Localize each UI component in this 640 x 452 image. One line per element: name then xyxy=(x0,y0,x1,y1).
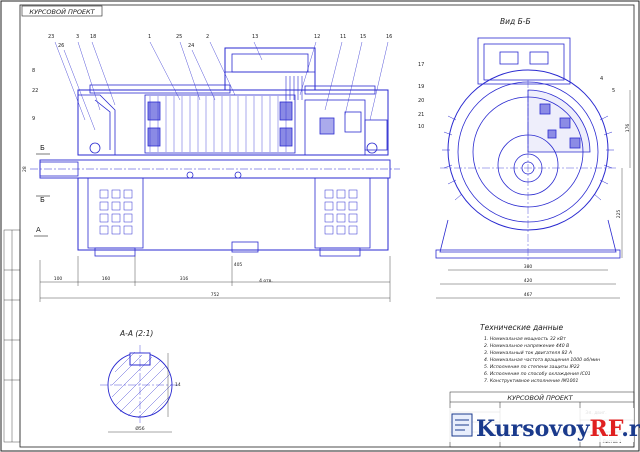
dim-label: 225 xyxy=(616,210,622,219)
dim-label: 420 xyxy=(524,278,533,284)
end-view-part-labels: 4 5 xyxy=(600,76,615,94)
part-number: 5 xyxy=(612,88,615,94)
motor-end-view xyxy=(435,37,621,262)
watermark-logo-icon xyxy=(451,413,473,437)
section-height-dim: 14 xyxy=(175,382,181,388)
part-number: 2 xyxy=(206,34,209,40)
watermark-prefix: Kursovoy xyxy=(476,416,591,442)
technical-item: 3. Номинальный ток двигателя 82 А xyxy=(484,350,572,356)
top-stamp-text: КУРСОВОЙ ПРОЕКТ xyxy=(29,7,95,16)
part-number: 18 xyxy=(90,34,96,40)
part-number: 23 xyxy=(48,34,54,40)
leader-lines-top xyxy=(54,41,389,131)
section-mark-b-lower: Б xyxy=(40,196,45,204)
technical-data-block: Технические данные 1. Номинальная мощнос… xyxy=(480,323,600,384)
view-title: Вид Б-Б xyxy=(500,17,531,26)
top-part-number-labels: 23 26 3 18 1 25 24 2 13 12 11 15 16 xyxy=(48,34,392,49)
watermark-accent: RF xyxy=(590,416,624,442)
dim-label: 160 xyxy=(102,276,111,282)
watermark-suffix: .ru xyxy=(621,416,640,442)
terminal-box xyxy=(224,47,316,91)
inner-frame xyxy=(19,4,635,448)
part-number: 24 xyxy=(188,43,194,49)
dim-label: 176 xyxy=(625,124,631,133)
part-number: 9 xyxy=(32,116,35,122)
bottom-note: 4 отв. xyxy=(259,278,273,284)
technical-item: 4. Номинальная частота вращения 1000 об/… xyxy=(484,357,600,363)
part-number: 21 xyxy=(418,112,424,118)
section-mark-b-upper: Б xyxy=(40,144,45,152)
technical-item: 7. Конструктивное исполнение IM1001 xyxy=(484,378,578,384)
technical-item: 1. Номинальная мощность 32 кВт xyxy=(484,336,566,342)
technical-item: 5. Исполнение по степени защиты IP22 xyxy=(484,364,580,370)
bottom-dimension-labels: 100 160 316 405 752 4 отв. xyxy=(54,262,273,298)
dim-label: 316 xyxy=(180,276,189,282)
section-mark-a: А xyxy=(36,226,41,234)
part-number: 26 xyxy=(58,43,64,49)
part-number: 17 xyxy=(418,62,424,68)
part-number: 25 xyxy=(176,34,182,40)
dim-label: 467 xyxy=(524,292,533,298)
bottom-dimension-lines xyxy=(39,256,391,302)
part-number: 3 xyxy=(76,34,79,40)
dim-label: 100 xyxy=(54,276,63,282)
shaft-height-dim: 28 xyxy=(22,166,28,172)
section-marks: Б Б А xyxy=(36,144,45,234)
technical-item: 2. Номинальное напряжение 440 В xyxy=(484,343,569,349)
dim-label: 405 xyxy=(234,262,243,268)
shaft-section xyxy=(100,345,180,425)
part-number: 22 xyxy=(32,88,38,94)
technical-title: Технические данные xyxy=(480,323,563,332)
left-part-number-labels: 8 22 9 xyxy=(32,68,38,122)
part-number: 1 xyxy=(148,34,151,40)
part-number: 4 xyxy=(600,76,603,82)
part-number: 10 xyxy=(418,124,424,130)
end-view-dimension-lines xyxy=(436,90,631,299)
section-dimension-lines xyxy=(108,353,172,433)
technical-item: 6. Исполнение по способу охлаждения IС01 xyxy=(484,371,591,377)
top-stamp-box xyxy=(21,5,103,17)
section-title: А-А (2:1) xyxy=(119,329,153,338)
left-margin-strip xyxy=(3,229,21,443)
title-block-title: КУРСОВОЙ ПРОЕКТ xyxy=(507,393,573,402)
svg-text:KursovoyRF.ru: KursovoyRF.ru xyxy=(476,416,640,442)
part-number: 13 xyxy=(252,34,258,40)
part-number: 11 xyxy=(340,34,346,40)
dim-label: 380 xyxy=(524,264,533,270)
watermark: KursovoyRF.ru xyxy=(448,408,640,442)
end-view-dimension-labels: 380 420 467 225 176 xyxy=(524,124,631,298)
motor-side-view xyxy=(30,47,400,257)
part-number: 16 xyxy=(386,34,392,40)
right-part-number-labels: 17 19 20 21 10 xyxy=(418,62,424,130)
section-width-dim: Ø56 xyxy=(135,425,144,432)
part-number: 20 xyxy=(418,98,424,104)
part-number: 15 xyxy=(360,34,366,40)
part-number: 19 xyxy=(418,84,424,90)
overall-length: 752 xyxy=(211,292,220,298)
section-arrows xyxy=(34,153,50,237)
part-number: 12 xyxy=(314,34,320,40)
part-number: 8 xyxy=(32,68,35,74)
